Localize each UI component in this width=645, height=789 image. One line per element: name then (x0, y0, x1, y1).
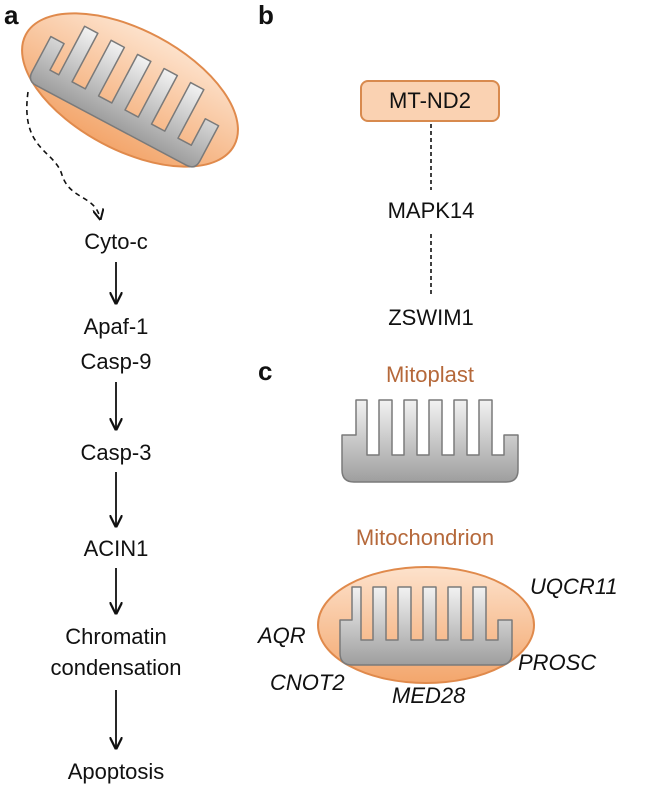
mt-nd2-box: MT-ND2 (360, 80, 500, 122)
mitochondrion-label: Mitochondrion (355, 525, 495, 550)
gene-uqcr11: UQCR11 (530, 574, 618, 599)
step-apoptosis: Apoptosis (67, 759, 165, 784)
gene-med28: MED28 (392, 683, 466, 708)
panel-letter-c: c (258, 356, 273, 386)
mitoplast-icon (341, 399, 519, 483)
gene-prosc: PROSC (518, 650, 597, 675)
step-cyto-c: Cyto-c (84, 229, 148, 254)
gene-cnot2: CNOT2 (270, 670, 345, 695)
step-chromatin: Chromatin (65, 624, 167, 649)
step-apaf-1: Apaf-1 (83, 314, 149, 339)
mitoplast-label: Mitoplast (385, 362, 475, 387)
mitochondrion-c-icon (317, 566, 535, 684)
node-mapk14: MAPK14 (387, 198, 475, 223)
cyto-c-release-arrow (26, 91, 100, 218)
mitochondrion-a-icon (21, 12, 239, 168)
step-acin1: ACIN1 (83, 536, 149, 561)
step-condensation: condensation (50, 655, 182, 680)
node-zswim1: ZSWIM1 (388, 305, 474, 330)
step-casp-9: Casp-9 (80, 349, 152, 374)
gene-aqr: AQR (258, 623, 306, 648)
panel-letter-b: b (258, 0, 274, 30)
panel-letter-a: a (4, 0, 19, 30)
step-casp-3: Casp-3 (80, 440, 152, 465)
